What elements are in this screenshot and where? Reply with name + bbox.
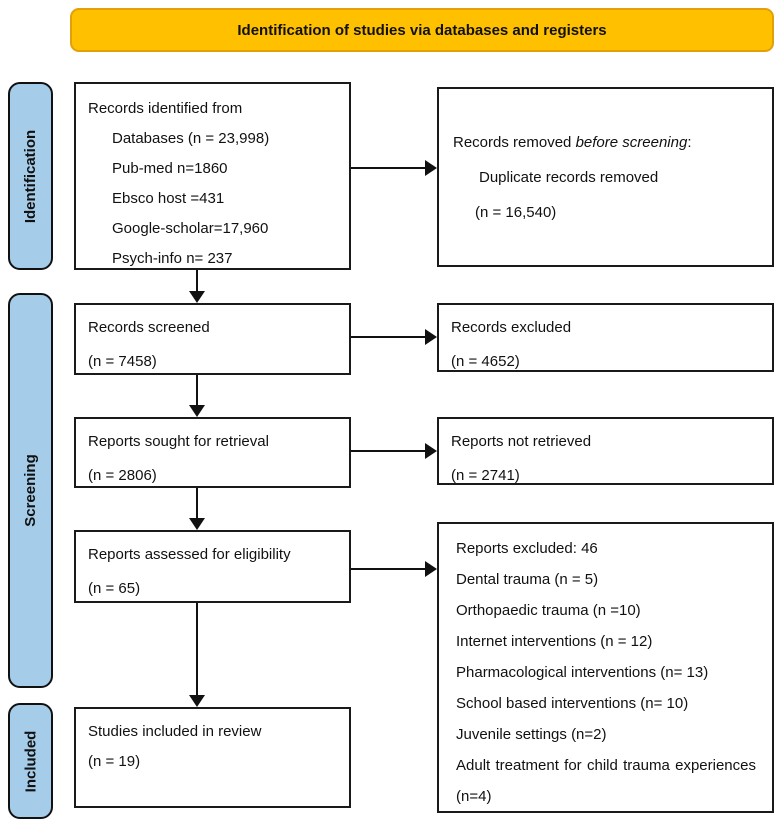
box-reports-not-retrieved: Reports not retrieved (n = 2741) [437,417,774,485]
arrow-identified-to-screened-head-icon [189,291,205,303]
arrow-sought-to-not-retrieved-line [351,450,427,452]
arrow-screened-to-excluded-head-icon [425,329,437,345]
stage-screening-label: Screening [22,454,39,527]
arrow-assessed-to-included-line [196,603,198,697]
arrow-assessed-to-reports-excluded-line [351,568,427,570]
arrow-sought-to-not-retrieved-head-icon [425,443,437,459]
stage-screening: Screening [8,293,53,688]
arrow-screened-to-excluded-line [351,336,427,338]
box-records-screened: Records screened (n = 7458) [74,303,351,375]
arrow-screened-to-sought-head-icon [189,405,205,417]
records-excluded-label: Records excluded [451,319,572,336]
box-reports-assessed: Reports assessed for eligibility (n = 65… [74,530,351,603]
reports-excluded-item: School based interventions (n= 10) [456,695,689,712]
reports-excluded-item: Internet interventions (n = 12) [456,633,653,650]
box-records-excluded: Records excluded (n = 4652) [437,303,774,372]
reports-assessed-label: Reports assessed for eligibility [88,546,291,563]
records-identified-item: Google-scholar=17,960 [112,220,269,237]
records-removed-item: Duplicate records removed [479,169,659,186]
records-identified-item: Pub-med n=1860 [112,160,228,177]
records-removed-title: Records removed before screening: [453,125,762,160]
records-screened-label: Records screened [88,319,210,336]
reports-excluded-item: Adult treatment for child trauma experie… [456,757,756,805]
reports-excluded-title: Reports excluded: 46 [456,540,598,557]
reports-excluded-item: Juvenile settings (n=2) [456,726,607,743]
reports-excluded-item: Orthopaedic trauma (n =10) [456,602,641,619]
arrow-identified-to-removed-line [351,167,427,169]
reports-assessed-count: (n = 65) [88,580,141,597]
stage-included-label: Included [22,730,40,792]
reports-not-retrieved-count: (n = 2741) [451,467,520,484]
records-screened-count: (n = 7458) [88,353,157,370]
studies-included-label: Studies included in review [88,723,262,740]
records-identified-item: Ebsco host =431 [112,190,225,207]
arrow-identified-to-screened-line [196,270,198,293]
box-reports-sought: Reports sought for retrieval (n = 2806) [74,417,351,488]
reports-sought-label: Reports sought for retrieval [88,433,269,450]
box-records-removed: Records removed before screening: Duplic… [437,87,774,267]
records-removed-item: (n = 16,540) [475,204,557,221]
records-removed-title-italic: before screening [575,134,688,151]
reports-sought-count: (n = 2806) [88,467,157,484]
records-identified-item: Databases (n = 23,998) [112,130,270,147]
reports-excluded-item: Pharmacological interventions (n= 13) [456,664,709,681]
stage-identification-label: Identification [22,129,39,223]
box-studies-included: Studies included in review (n = 19) [74,707,351,808]
records-excluded-count: (n = 4652) [451,353,520,370]
arrow-identified-to-removed-head-icon [425,160,437,176]
reports-not-retrieved-label: Reports not retrieved [451,433,592,450]
arrow-sought-to-assessed-line [196,488,198,520]
studies-included-count: (n = 19) [88,753,141,770]
arrow-sought-to-assessed-head-icon [189,518,205,530]
reports-excluded-item: Dental trauma (n = 5) [456,571,599,588]
stage-included: Included [8,703,53,819]
arrow-screened-to-sought-line [196,375,198,407]
stage-identification: Identification [8,82,53,270]
box-records-identified: Records identified from Databases (n = 2… [74,82,351,270]
arrow-assessed-to-included-head-icon [189,695,205,707]
box-reports-excluded: Reports excluded: 46 Dental trauma (n = … [437,522,774,813]
arrow-assessed-to-reports-excluded-head-icon [425,561,437,577]
records-removed-title-suffix: : [687,134,692,151]
records-removed-title-prefix: Records removed [453,134,576,151]
records-identified-item: Psych-info n= 237 [112,250,233,267]
banner-title: Identification of studies via databases … [70,8,774,52]
records-identified-title: Records identified from [88,100,243,117]
